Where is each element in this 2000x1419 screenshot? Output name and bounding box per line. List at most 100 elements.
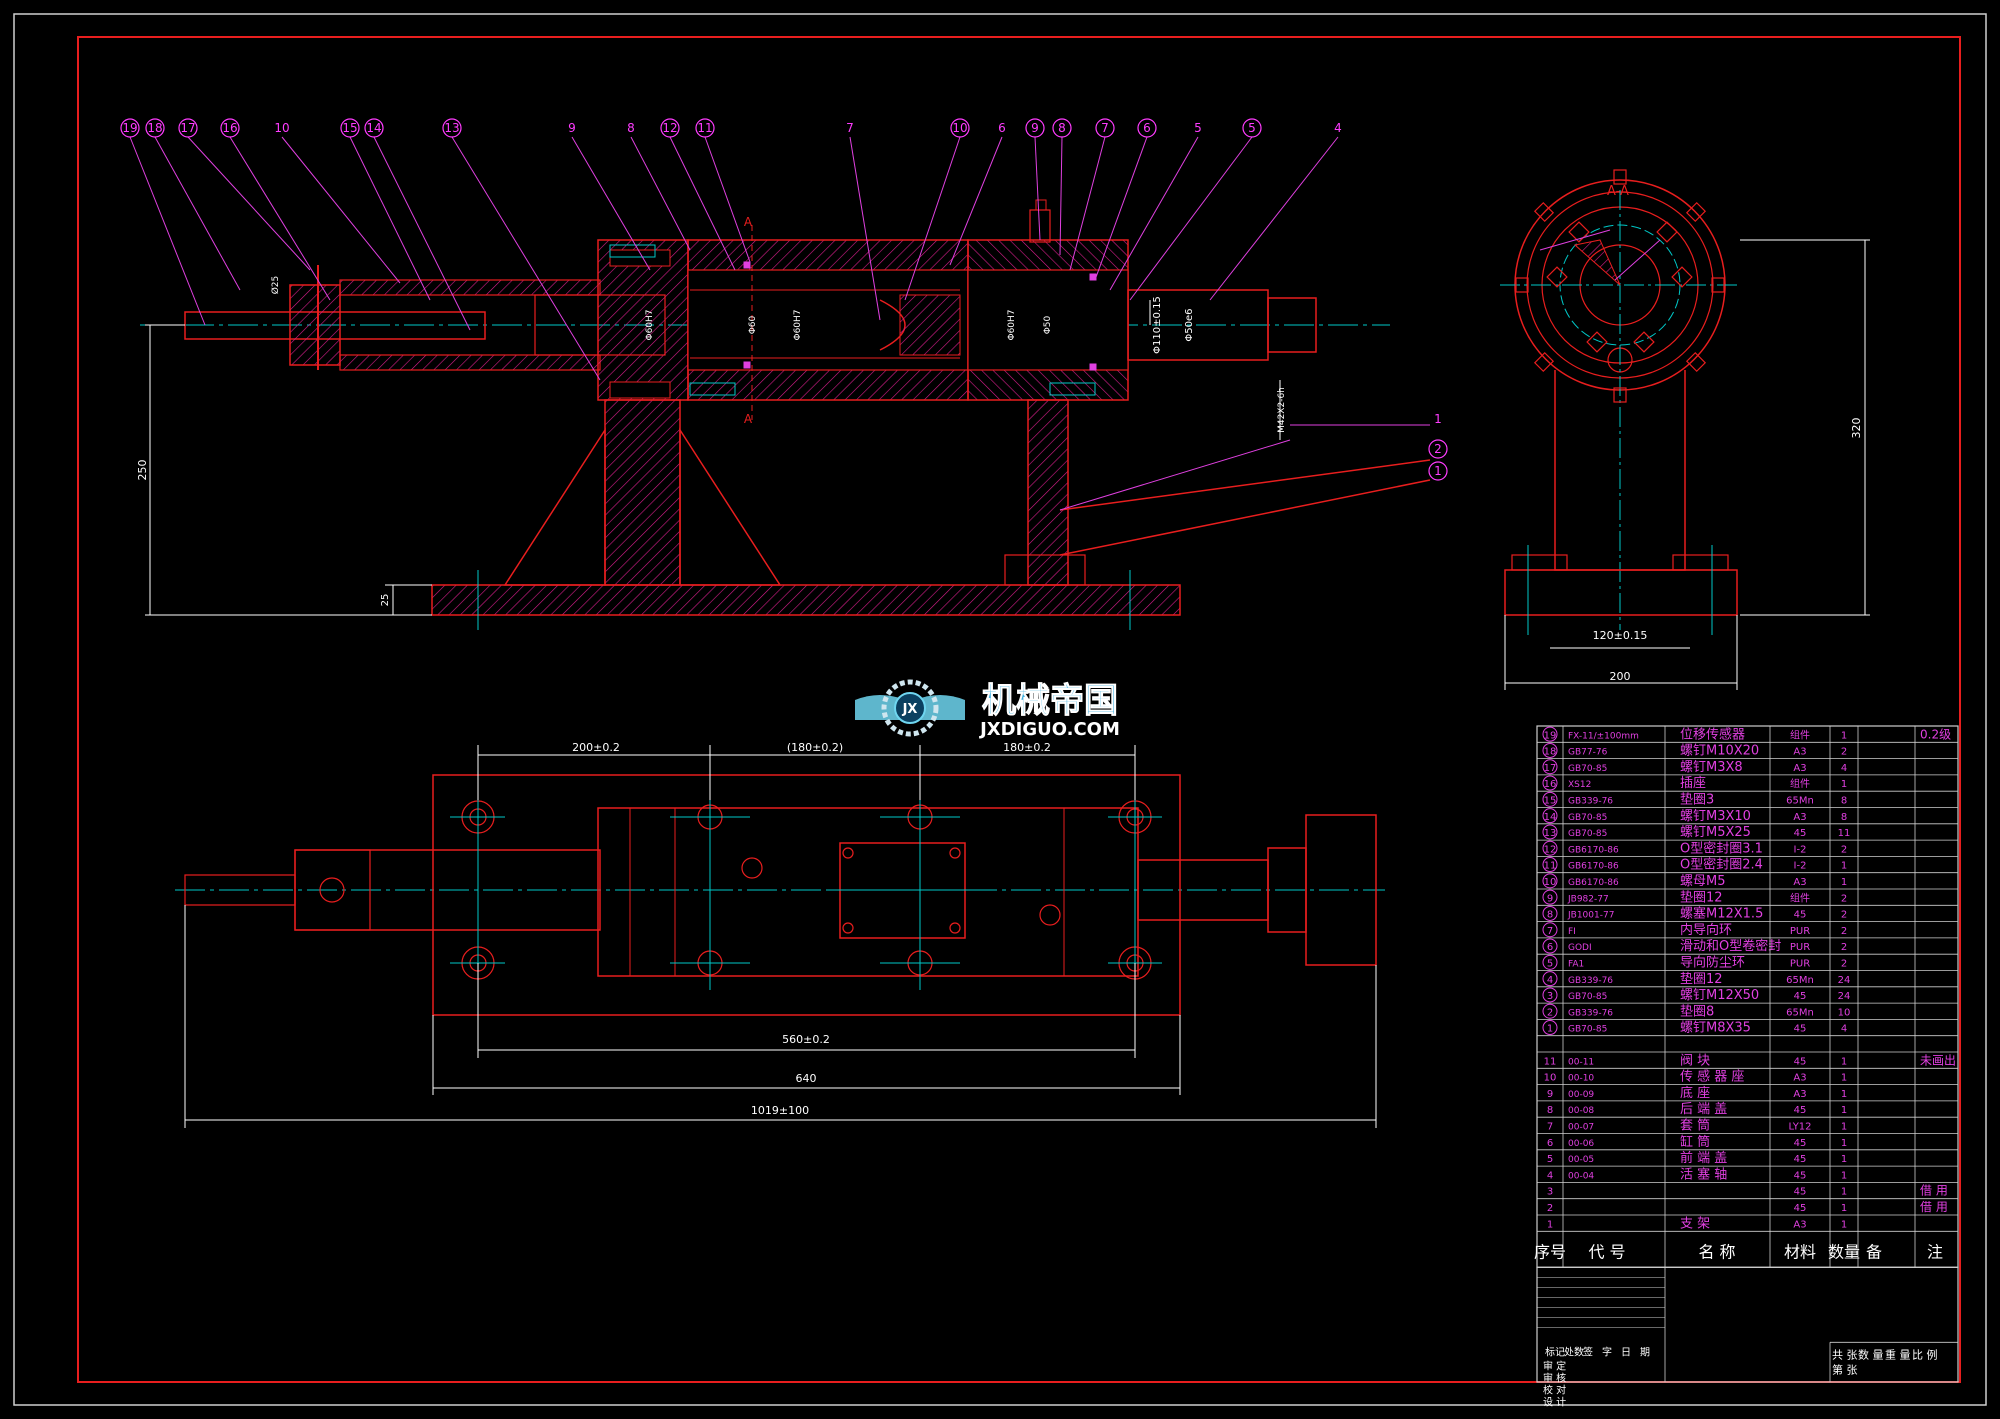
- front-view: [140, 199, 1431, 630]
- callout-balloon: 5: [1129, 118, 1262, 301]
- bom-qty: 10: [1838, 1007, 1851, 1018]
- signoff-role: 审 核: [1543, 1371, 1566, 1384]
- callout-label: 11: [697, 121, 712, 135]
- signoff-role: 校 对: [1543, 1383, 1566, 1396]
- bom-qty: 1: [1841, 1122, 1847, 1133]
- bom-no: 9: [1547, 893, 1553, 904]
- bom-material: 45: [1794, 1024, 1807, 1035]
- bom-material: 45: [1794, 1203, 1807, 1214]
- bom-qty: 1: [1841, 1138, 1847, 1149]
- logo-cn: 机械帝国: [982, 681, 1118, 721]
- callout-balloon: 8: [627, 121, 691, 251]
- bom-material: 65Mn: [1786, 1007, 1814, 1018]
- bom-code: FA1: [1568, 960, 1584, 970]
- bom-qty: 1: [1841, 1056, 1847, 1067]
- bom-no: 5: [1547, 1154, 1553, 1165]
- callout-label: 8: [627, 121, 635, 135]
- bom-material: PUR: [1790, 959, 1810, 970]
- bom-name: 前 端 盖: [1680, 1150, 1727, 1166]
- bom-name: 螺钉M3X8: [1680, 760, 1743, 775]
- callout-balloon: 13: [442, 118, 601, 381]
- bom-name: 支 架: [1680, 1216, 1710, 1231]
- callout-balloon: 19: [120, 118, 206, 326]
- bom-code: GB6170-86: [1568, 878, 1619, 888]
- bom-code: 00-05: [1568, 1155, 1594, 1165]
- bom-name: 垫圈8: [1680, 1003, 1714, 1019]
- bom-no: 2: [1547, 1007, 1553, 1018]
- side-callout-label: 1: [1434, 464, 1442, 478]
- bom-no: 11: [1544, 861, 1557, 872]
- sheet-field: 数 量: [1858, 1348, 1884, 1361]
- bom-no: 9: [1547, 1089, 1553, 1100]
- bom-qty: 1: [1841, 1187, 1847, 1198]
- bom-name: 阀 块: [1680, 1053, 1710, 1068]
- bom-qty: 2: [1841, 910, 1847, 921]
- bom-material: 45: [1794, 1056, 1807, 1067]
- callout-label: 6: [1143, 121, 1151, 135]
- bom-qty: 2: [1841, 959, 1847, 970]
- bom-code: GB339-76: [1568, 797, 1613, 807]
- bom-no: 17: [1544, 763, 1557, 774]
- side-callout-label: 1: [1434, 412, 1442, 426]
- front-dimensions: [145, 300, 1281, 616]
- dim-top-180b: 180±0.2: [1003, 741, 1051, 754]
- bom-no: 8: [1547, 1105, 1553, 1116]
- callout-label: 6: [998, 121, 1006, 135]
- dim-front-base: 25: [380, 594, 391, 607]
- bom-material: 45: [1794, 1105, 1807, 1116]
- bom-name: 垫圈3: [1680, 792, 1714, 808]
- callout-label: 13: [444, 121, 459, 135]
- logo-mark: JX: [902, 702, 918, 717]
- dim-top-560: 560±0.2: [782, 1033, 830, 1046]
- callout-label: 16: [222, 121, 237, 135]
- bom-header: 序号代 号名 称材料数量备注: [1534, 1242, 1943, 1261]
- bom-header-cell: 数量: [1828, 1242, 1860, 1261]
- callout-label: 9: [568, 121, 576, 135]
- bom-no: 4: [1547, 975, 1553, 986]
- dim-phi50: Φ50e6: [1184, 308, 1195, 341]
- bom-no: 5: [1547, 959, 1553, 970]
- side-callout: 1: [1428, 461, 1448, 481]
- bom-no: 18: [1544, 747, 1557, 758]
- watermark-logo: JX 机械帝国 JXDIGUO.COM: [855, 679, 1120, 740]
- bom-no: 2: [1547, 1203, 1553, 1214]
- bom-no: 1: [1547, 1024, 1553, 1035]
- side-dimensions: [1504, 239, 1870, 690]
- bom-note: 0.2级: [1920, 727, 1951, 741]
- bom-material: 45: [1794, 1187, 1807, 1198]
- logo-en: JXDIGUO.COM: [978, 719, 1120, 740]
- bom-material: A3: [1793, 1089, 1806, 1100]
- inner-frame: [77, 36, 1961, 1383]
- top-view: [175, 774, 1385, 1016]
- bom-code: GB70-85: [1568, 1025, 1607, 1035]
- bom-material: I-2: [1794, 861, 1807, 872]
- dim-phi60h7-c: Φ60H7: [1007, 309, 1017, 340]
- bom-no: 12: [1544, 844, 1557, 855]
- callout-balloon: 8: [1052, 118, 1072, 256]
- callout-balloon: 17: [178, 118, 311, 271]
- callout-balloon: 7: [846, 121, 881, 321]
- dim-phi60h7-b: Φ60H7: [793, 309, 803, 340]
- callout-label: 19: [122, 121, 137, 135]
- signoff-header: 标记: [1545, 1346, 1565, 1358]
- bom-no: 11: [1544, 1056, 1557, 1067]
- callout-balloon: 12: [660, 118, 736, 271]
- bom-qty: 1: [1841, 1170, 1847, 1181]
- callout-balloon: 10: [274, 121, 401, 284]
- bom-name: 后 端 盖: [1680, 1102, 1727, 1117]
- bom-qty: 8: [1841, 796, 1847, 807]
- bom-no: 15: [1544, 796, 1557, 807]
- bom-material: A3: [1793, 1219, 1806, 1230]
- bom-code: GB70-85: [1568, 992, 1607, 1002]
- side-callout: 1: [1290, 412, 1442, 426]
- bom-header-cell: 备: [1866, 1242, 1882, 1261]
- callout-balloon: 6: [949, 121, 1006, 266]
- bom-code: FX-11/±100mm: [1568, 731, 1639, 741]
